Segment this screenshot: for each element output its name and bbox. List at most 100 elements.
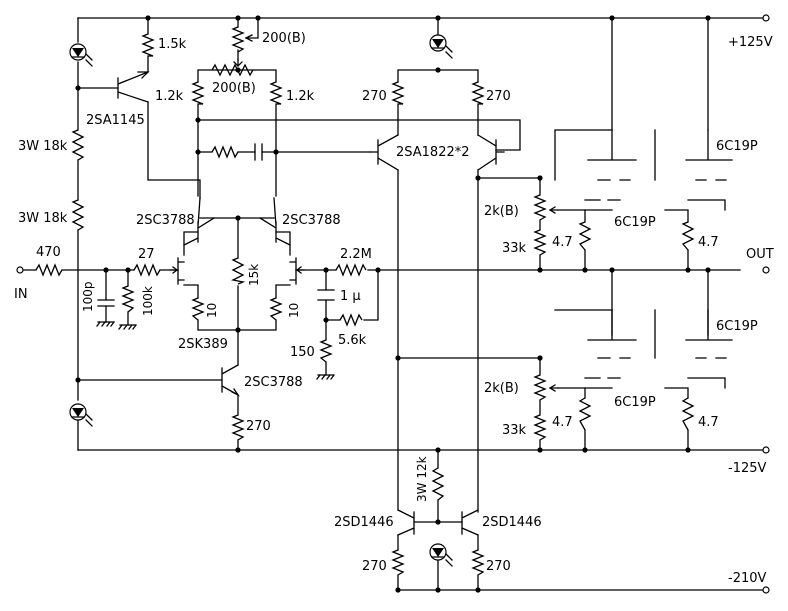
junction-dots [75,15,711,593]
label-r-2kb-top: 2k(B) [484,204,519,219]
tube-6c19p-1-icon [587,129,637,181]
label-input: IN [14,287,28,302]
ground-icon [118,324,137,330]
resistor-10-left [191,297,205,321]
label-r-470: 470 [36,245,61,260]
label-r-33k-top: 33k [502,241,527,256]
label-r-270-left: 270 [362,559,387,574]
resistor-270-tail [231,414,245,441]
label-r-4k7-b: 4.7 [698,235,719,250]
jfet-2sk389-right-icon [289,257,297,285]
label-r-15k: 15k [247,264,261,286]
label-q-2sa1822: 2SA1822*2 [396,145,470,160]
resistor-2kb-top [533,194,547,221]
resistor-12k [431,467,445,501]
led-icon [69,403,93,427]
label-r-200b-top: 200(B) [262,31,306,46]
resistor-27 [133,263,161,277]
tube-6c19p-4-icon [685,309,733,359]
led-symbols [69,34,453,567]
label-r-10-right: 10 [287,303,301,318]
label-t1: 6C19P [716,139,758,154]
transistor-2sd1446-right-icon [461,509,479,536]
wiper-200b-top [245,17,259,39]
label-c-100p: 100p [81,281,95,312]
label-r-100k: 100k [141,286,155,316]
resistor-4k7-a [578,221,592,251]
label-r-4k7-a: 4.7 [552,235,573,250]
resistor-200b-bal [211,63,254,77]
label-q-2sd1446-r: 2SD1446 [482,515,542,530]
resistor-33k-top [533,229,547,256]
resistor-270-right [471,549,485,576]
transistor-2sa1145-icon [117,71,150,103]
wiper-arrow-icon [245,34,253,42]
label-r-270-b: 270 [486,89,511,104]
resistor-18k-top [71,129,85,161]
led-icon [429,543,453,567]
resistor-100k [121,285,135,313]
label-r-4k7-c: 4.7 [552,415,573,430]
transistor-2sc3788-right-icon [259,197,291,246]
label-r-10-left: 10 [205,303,219,318]
label-r-5k6: 5.6k [338,333,367,348]
terminal-input [16,266,24,274]
transistor-symbols [117,71,505,536]
resistor-10-right [269,297,283,321]
label-q-2sk389: 2SK389 [178,337,228,352]
resistor-1k2-left [191,81,205,105]
label-q-2sc3788-l: 2SC3788 [136,213,195,228]
ground-symbols [96,321,335,380]
label-r-27: 27 [138,247,155,262]
label-t3: 6C19P [716,319,758,334]
led-icon [429,34,453,59]
transistor-2sa1822-left-icon [369,134,399,171]
terminals [16,14,770,594]
label-r-150: 150 [290,345,315,360]
resistor-5k6 [339,313,363,327]
label-q-2sa1145: 2SA1145 [86,113,145,128]
resistor-symbols [35,26,695,576]
wiper-2kb-top [549,206,559,214]
resistor-150 [319,339,333,363]
label-r-2m2: 2.2M [340,247,372,262]
labels: +125V -125V -210V IN OUT 1.5k 200(B) 200… [14,31,774,586]
resistor-4k7-d [681,397,695,431]
tube-6c19p-2-icon [685,129,733,181]
label-r-1k5: 1.5k [158,37,187,52]
ground-icon [316,374,335,380]
led-icon [69,43,93,67]
label-r-33k-bot: 33k [502,423,527,438]
wiring [23,17,765,591]
capacitor-feedback [254,143,263,161]
tube-symbols [584,129,733,389]
transistor-2sc3788-tail-icon [221,364,240,397]
resistor-270-a [391,81,405,105]
wiper-2kb-bot [549,384,559,392]
label-r-270-right: 270 [486,559,511,574]
label-q-2sc3788-tail: 2SC3788 [244,375,303,390]
label-r-270-tail: 270 [246,419,271,434]
capacitor-symbols [97,143,335,323]
resistor-1k2-right [269,81,283,105]
pot-wipers [233,17,559,392]
jfet-2sk389-left-icon [177,257,185,285]
terminal-pos125 [762,14,770,22]
label-r-1k2-right: 1.2k [286,89,315,104]
resistor-2m2 [335,263,367,277]
label-neg210: -210V [728,571,767,586]
label-r-4k7-d: 4.7 [698,415,719,430]
resistor-4k7-b [681,221,695,251]
resistor-200b-top [231,26,245,53]
label-neg125: -125V [728,461,767,476]
label-r-18k-bot: 3W 18k [18,211,68,226]
label-r-12k: 3W 12k [415,456,429,502]
resistor-2kb-bot [533,374,547,401]
transistor-2sc3788-left-icon [183,197,215,246]
resistor-270-left [391,549,405,576]
resistor-270-b [471,81,485,105]
resistor-470 [35,263,63,277]
resistor-feedback-series [211,145,239,159]
label-output: OUT [746,247,774,262]
terminal-output [762,266,770,274]
